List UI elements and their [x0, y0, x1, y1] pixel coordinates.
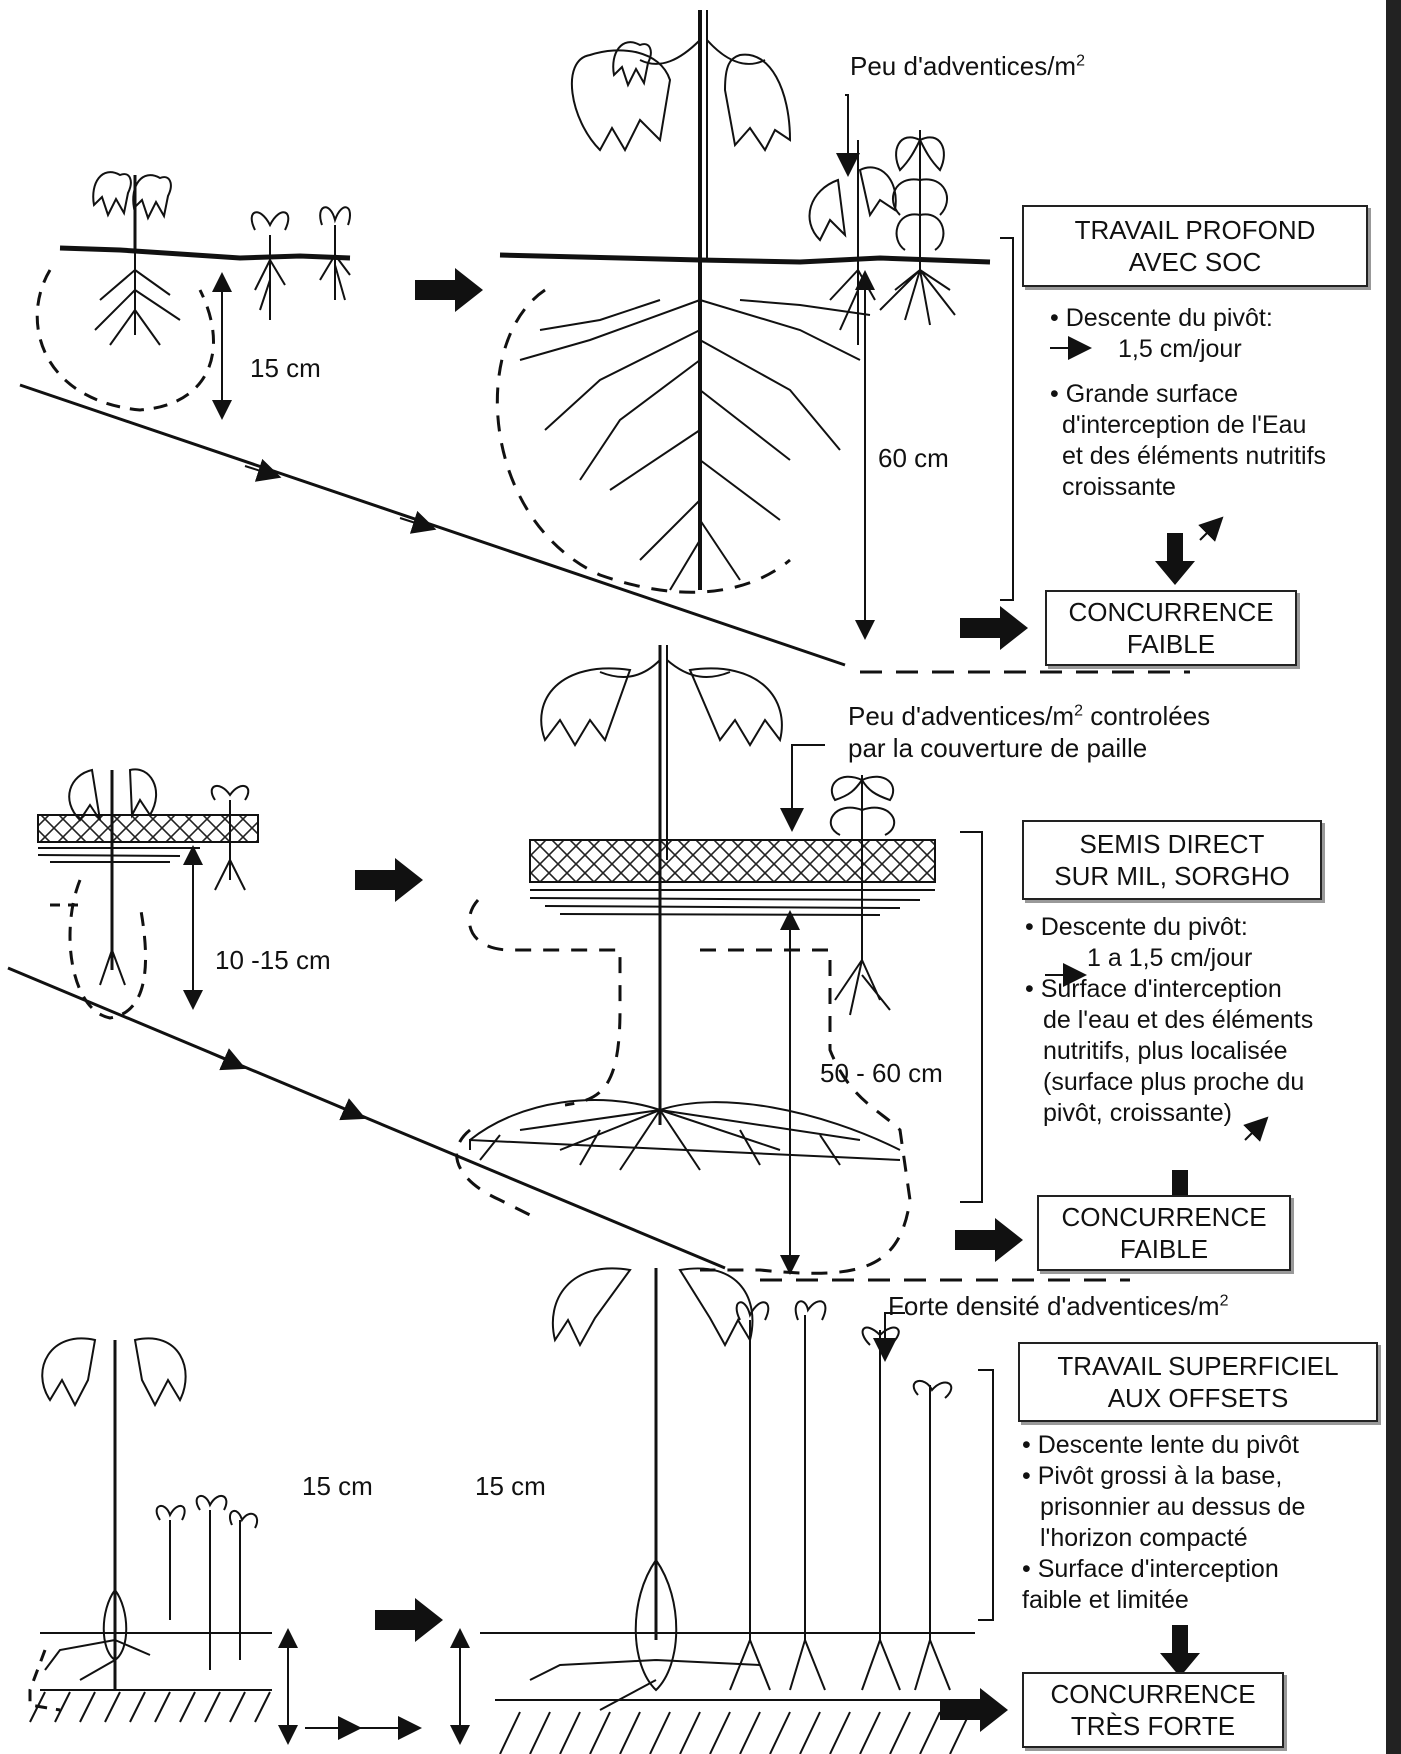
bullets-shallow: • Descente lente du pivôt • Pivôt grossi…: [1022, 1430, 1305, 1616]
bullets-deep: • Descente du pivôt: 1,5 cm/jour • Grand…: [1050, 303, 1326, 503]
result-box-direct: CONCURRENCE FAIBLE: [1037, 1195, 1291, 1271]
frame-edge: [1386, 0, 1401, 1754]
depth-label-deep-start: 15 cm: [250, 352, 321, 384]
weeds-note-shallow: Forte densité d'adventices/m2: [888, 1290, 1228, 1322]
result-box-shallow: CONCURRENCE TRÈS FORTE: [1022, 1672, 1284, 1748]
bullets-direct: • Descente du pivôt: 1 a 1,5 cm/jour • S…: [1025, 912, 1313, 1129]
depth-label-shallow-end: 15 cm: [475, 1470, 546, 1502]
depth-label-deep-end: 60 cm: [878, 442, 949, 474]
weeds-note-direct-line2: par la couverture de paille: [848, 732, 1147, 764]
weeds-note-deep: Peu d'adventices/m2: [850, 50, 1085, 82]
depth-label-direct-start: 10 -15 cm: [215, 944, 331, 976]
depth-label-shallow-start: 15 cm: [302, 1470, 373, 1502]
weeds-note-direct: Peu d'adventices/m2 controlées: [848, 700, 1210, 732]
method-box-direct: SEMIS DIRECT SUR MIL, SORGHO: [1022, 820, 1322, 900]
method-box-deep: TRAVAIL PROFOND AVEC SOC: [1022, 205, 1368, 287]
panel-deep-tillage: [20, 10, 1215, 672]
method-box-shallow: TRAVAIL SUPERFICIEL AUX OFFSETS: [1018, 1342, 1378, 1422]
depth-label-direct-end: 50 - 60 cm: [820, 1057, 943, 1089]
result-box-deep: CONCURRENCE FAIBLE: [1045, 590, 1297, 666]
